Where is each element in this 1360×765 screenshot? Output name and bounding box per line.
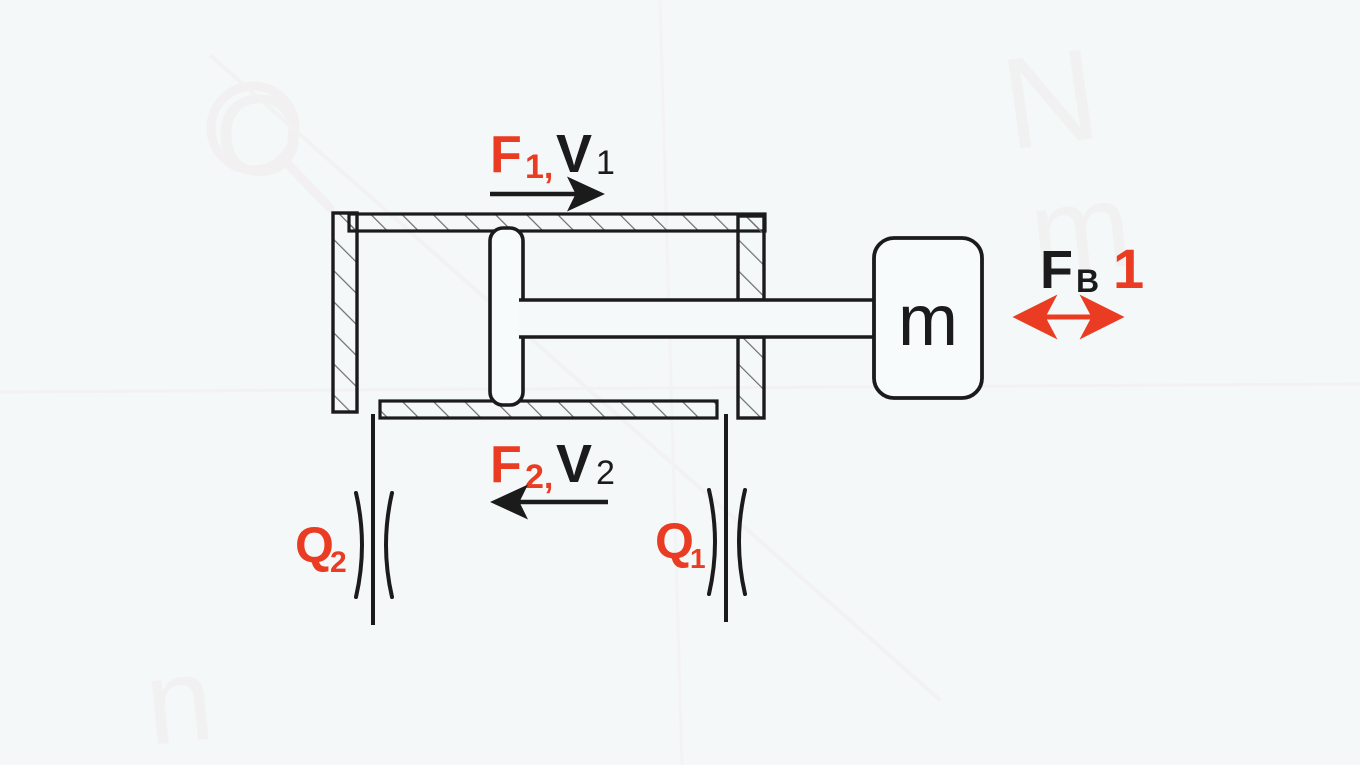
force-label-top: F 1, V 1 <box>490 124 615 212</box>
velocity-bottom-symbol: V <box>556 434 592 494</box>
force-bottom-subscript: 2, <box>525 458 553 496</box>
port-right-subscript: 1 <box>690 543 706 574</box>
watermark-glyph: N <box>994 20 1107 178</box>
port-right-arc-left <box>707 488 717 596</box>
cylinder-right-end-cap-upper <box>736 214 766 302</box>
port-right-arc-right <box>737 488 747 596</box>
watermark-vertical <box>658 0 684 765</box>
load-force-subscript: B <box>1076 263 1099 299</box>
port-left-label: Q <box>295 517 334 573</box>
port-left-arc-right <box>384 491 394 599</box>
mass-block-label: m <box>898 281 958 361</box>
force-bottom-symbol: F <box>490 436 522 494</box>
watermark-hairline <box>0 382 1360 394</box>
cylinder-top-wall <box>347 212 767 233</box>
velocity-bottom-subscript: 2 <box>596 454 615 492</box>
force-top-subscript: 1, <box>525 148 553 186</box>
port-right: Q 1 <box>655 414 747 622</box>
velocity-top-subscript: 1 <box>596 144 615 182</box>
cylinder-bottom-wall <box>378 399 719 420</box>
force-top-symbol: F <box>490 126 522 184</box>
load-force-symbol: F <box>1040 240 1073 300</box>
port-left-subscript: 2 <box>330 546 347 579</box>
piston <box>488 226 525 407</box>
watermark-stroke <box>277 153 335 213</box>
cylinder-left-end-cap <box>331 211 359 414</box>
watermark-diagonal <box>208 53 942 702</box>
load-force-label: F B 1 <box>1012 237 1144 340</box>
port-left: Q 2 <box>295 414 394 625</box>
velocity-top-symbol: V <box>556 124 592 184</box>
cylinder-assembly <box>331 211 881 420</box>
port-right-label: Q <box>655 513 694 569</box>
cylinder-right-end-cap-lower <box>736 335 766 420</box>
port-left-arc-left <box>354 491 364 599</box>
watermark-glyph: n <box>139 631 219 765</box>
piston-rod <box>519 298 881 339</box>
watermark-glyph: m <box>1024 157 1137 301</box>
mass-block: m <box>872 236 984 400</box>
force-label-bottom: F 2, V 2 <box>490 434 615 520</box>
load-force-index: 1 <box>1113 237 1144 300</box>
